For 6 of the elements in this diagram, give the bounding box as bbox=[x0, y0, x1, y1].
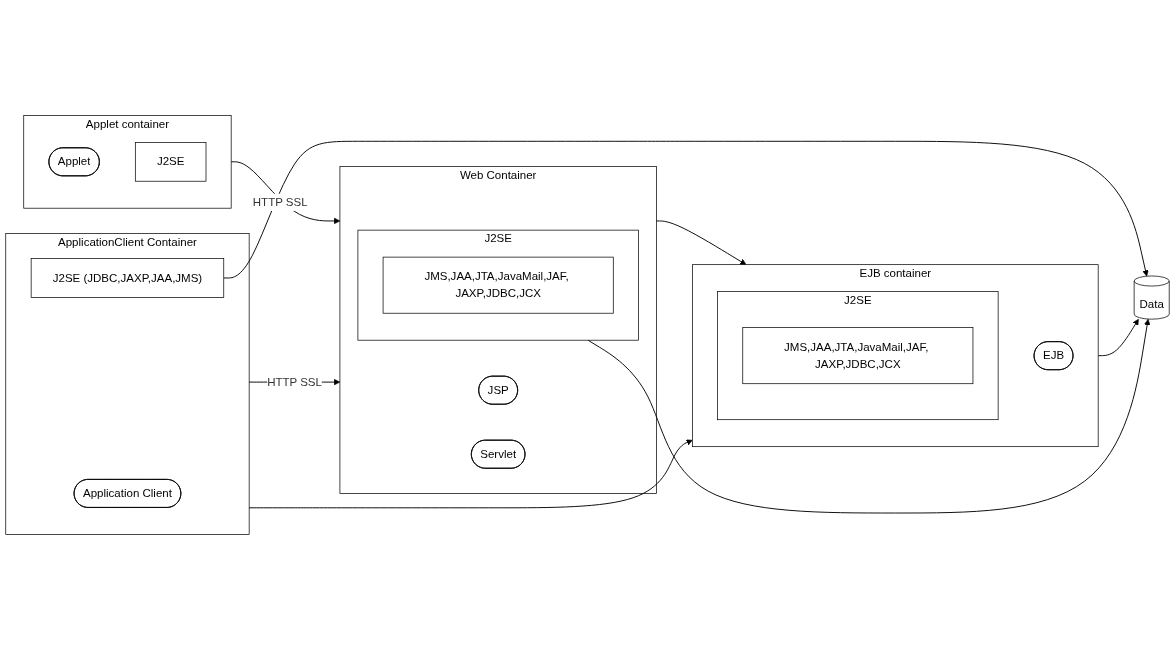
edge-label: HTTP SSL bbox=[267, 375, 322, 388]
node-box: J2SE bbox=[134, 142, 207, 182]
edge-label: HTTP SSL bbox=[252, 195, 308, 208]
node-box: JMS,JAA,JTA,JavaMail,JAF, JAXP,JDBC,JCX bbox=[382, 256, 614, 314]
node-box: J2SE (JDBC,JAXP,JAA,JMS) bbox=[30, 258, 225, 298]
node-box: JMS,JAA,JTA,JavaMail,JAF, JAXP,JDBC,JCX bbox=[742, 327, 974, 385]
